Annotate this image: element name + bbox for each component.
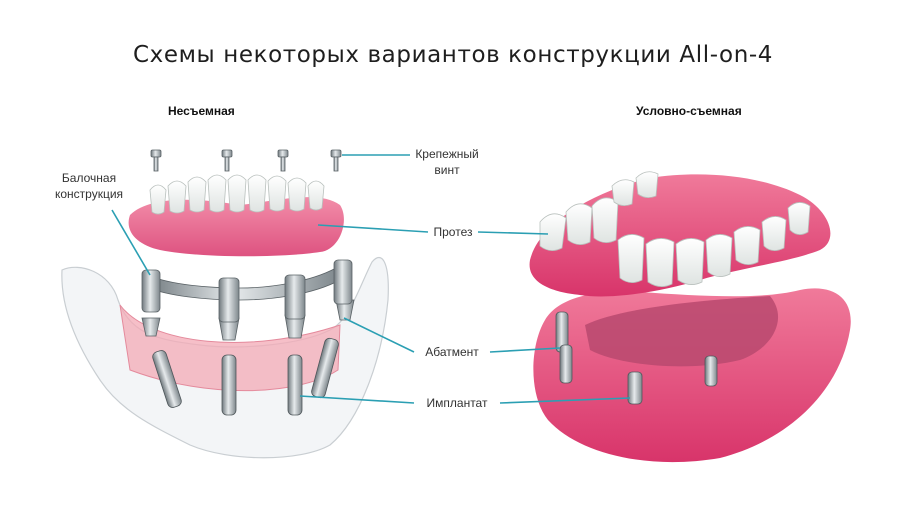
- label-abutment: Абатмент: [425, 345, 479, 359]
- diagram-title: Схемы некоторых вариантов конструкции Al…: [132, 42, 774, 68]
- label-beam-line2: конструкция: [54, 187, 124, 201]
- label-prosthesis: Протез: [433, 225, 473, 239]
- leader-lines: [111, 154, 631, 404]
- implants-left: [152, 337, 339, 416]
- prosthesis-left: [128, 174, 344, 257]
- beam-construction: [141, 259, 353, 323]
- denture-right: [529, 171, 831, 297]
- lower-gum-model: [533, 288, 851, 463]
- fixing-screws: [150, 149, 342, 172]
- label-beam-construction: Балочная конструкция: [44, 170, 134, 202]
- right-subtitle: Условно-съемная: [636, 104, 742, 118]
- label-fixing-screw-line2: винт: [434, 163, 460, 177]
- abutments-left: [141, 299, 355, 341]
- label-fixing-screw-line1: Крепежный: [415, 147, 479, 161]
- label-fixing-screw: Крепежный винт: [412, 146, 482, 178]
- left-subtitle: Несъемная: [168, 104, 235, 118]
- label-implant: Имплантат: [426, 396, 488, 410]
- implants-right: [555, 311, 718, 405]
- label-beam-line1: Балочная: [61, 171, 117, 185]
